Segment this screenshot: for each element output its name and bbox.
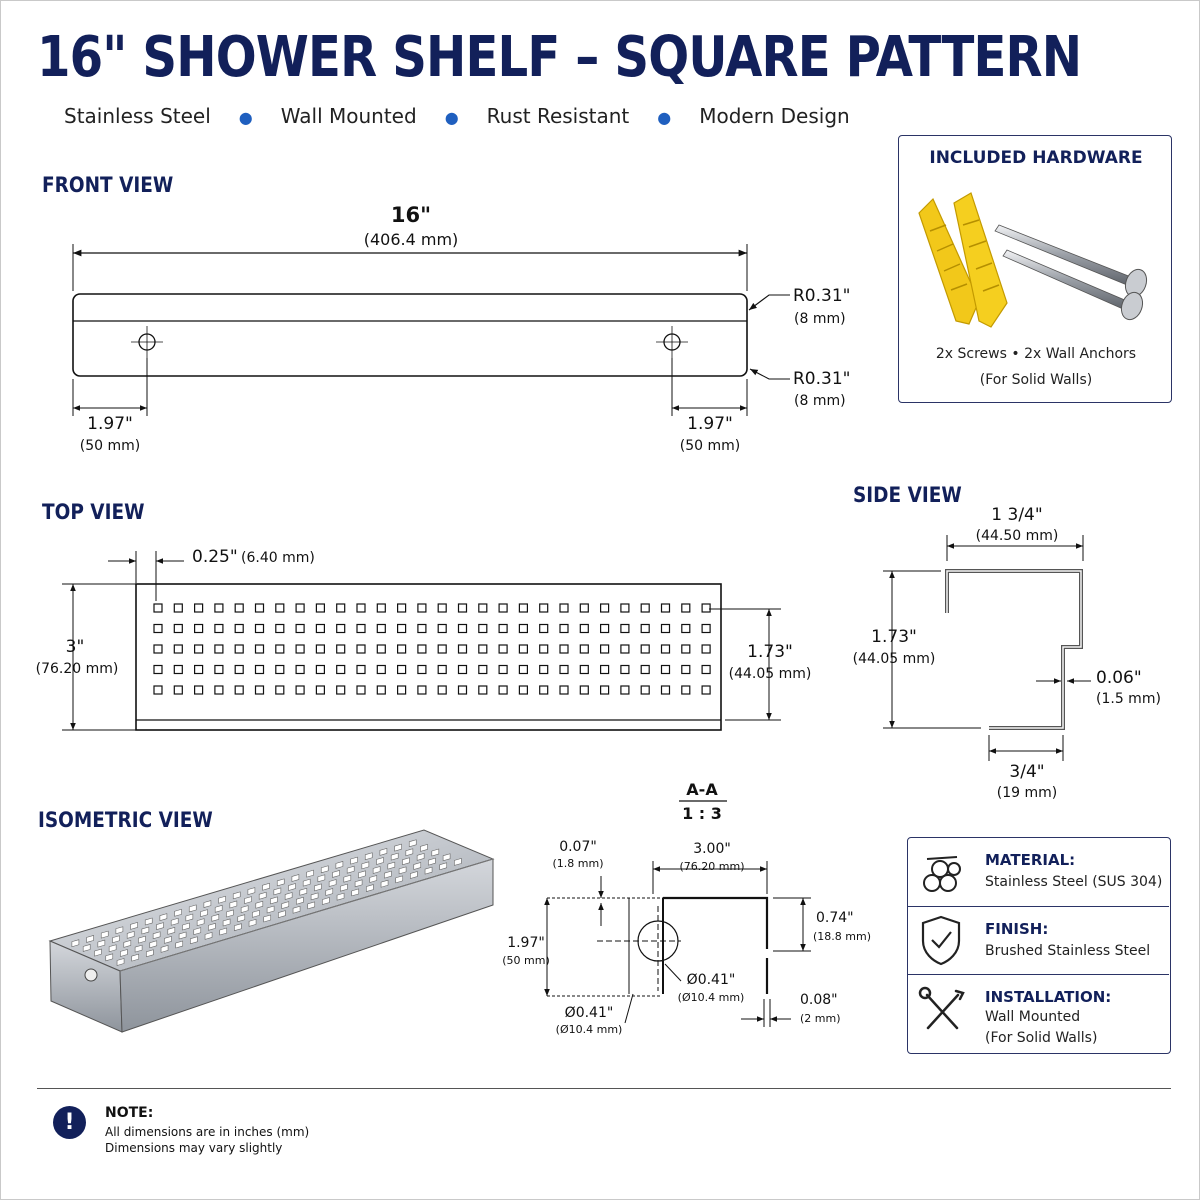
isometric-view-heading: ISOMETRIC VIEW xyxy=(38,808,213,832)
section-top-thickness-mm: (1.8 mm) xyxy=(552,857,604,870)
pattern-depth-label: 1.73" xyxy=(747,642,793,662)
bullet-icon: ● xyxy=(238,108,253,127)
front-width-mm: (406.4 mm) xyxy=(363,230,459,249)
feature-item: Modern Design xyxy=(699,104,850,128)
shield-check-icon xyxy=(921,915,961,966)
side-height-mm: (44.05 mm) xyxy=(852,651,936,667)
feature-item: Stainless Steel xyxy=(64,104,211,128)
spec-value: Wall Mounted xyxy=(985,1009,1081,1025)
square-hole-pattern xyxy=(153,603,711,695)
section-height-mm: (50 mm) xyxy=(502,954,550,967)
section-depth-mm: (76.20 mm) xyxy=(679,860,745,873)
hole-offset-left-label: 1.97" xyxy=(87,414,133,434)
hole-offset-right-label: 1.97" xyxy=(687,414,733,434)
section-hole-outer-label: Ø0.41" xyxy=(564,1005,614,1021)
section-hole-inner-mm: (Ø10.4 mm) xyxy=(677,991,745,1004)
hardware-note: (For Solid Walls) xyxy=(979,372,1093,388)
wall-anchor-icon xyxy=(918,192,1008,328)
side-top-width-mm: (44.50 mm) xyxy=(975,528,1059,544)
feature-item: Wall Mounted xyxy=(280,104,417,128)
tools-icon xyxy=(918,986,965,1030)
front-view-heading: FRONT VIEW xyxy=(42,173,174,197)
side-height-label: 1.73" xyxy=(871,627,917,647)
section-wall-mm: (2 mm) xyxy=(800,1012,841,1025)
section-scale: 1 : 3 xyxy=(682,804,722,823)
side-bottom-width-mm: (19 mm) xyxy=(996,785,1058,801)
side-thickness-mm: (1.5 mm) xyxy=(1096,691,1161,707)
footer-divider xyxy=(37,1088,1171,1089)
edge-width-mm: (6.40 mm) xyxy=(241,550,315,566)
specs-panel: MATERIAL: Stainless Steel (SUS 304) FINI… xyxy=(907,837,1171,1054)
section-lip-label: 0.74" xyxy=(816,910,854,926)
hardware-items: 2x Screws • 2x Wall Anchors xyxy=(935,346,1137,362)
side-bottom-width-label: 3/4" xyxy=(1009,762,1045,782)
note-line: All dimensions are in inches (mm) xyxy=(105,1125,310,1139)
material-icon xyxy=(923,856,961,892)
spec-value: Brushed Stainless Steel xyxy=(985,943,1151,959)
section-height-label: 1.97" xyxy=(507,935,545,951)
radius-top-label: R0.31" xyxy=(793,286,851,306)
section-label: A-A xyxy=(686,780,718,799)
isometric-shelf-drawing xyxy=(48,829,495,1033)
section-depth-label: 3.00" xyxy=(693,841,731,857)
hole-offset-right-mm: (50 mm) xyxy=(679,438,741,454)
radius-top-mm: (8 mm) xyxy=(794,311,846,327)
spec-row-material: MATERIAL: Stainless Steel (SUS 304) xyxy=(908,838,1169,906)
pattern-depth-mm: (44.05 mm) xyxy=(728,666,812,682)
page-title: 16" SHOWER SHELF – SQUARE PATTERN xyxy=(37,25,1082,90)
note-title: NOTE: xyxy=(105,1105,154,1121)
depth-mm: (76.20 mm) xyxy=(35,661,119,677)
section-hole-outer-mm: (Ø10.4 mm) xyxy=(555,1023,623,1036)
bullet-icon: ● xyxy=(657,108,672,127)
spec-row-installation: INSTALLATION: Wall Mounted (For Solid Wa… xyxy=(908,974,1169,1053)
section-hole-inner-label: Ø0.41" xyxy=(686,972,736,988)
edge-width-label: 0.25" xyxy=(192,547,238,567)
top-view-heading: TOP VIEW xyxy=(42,500,145,524)
depth-label: 3" xyxy=(65,637,85,657)
top-view-drawing xyxy=(62,551,781,731)
spec-label: MATERIAL: xyxy=(985,851,1076,869)
section-aa-drawing xyxy=(544,800,811,1027)
feature-list: Stainless Steel ● Wall Mounted ● Rust Resist… xyxy=(64,104,850,128)
side-thickness-label: 0.06" xyxy=(1096,668,1142,688)
side-view-drawing xyxy=(883,535,1091,761)
front-width-label: 16" xyxy=(390,203,432,227)
note-line: Dimensions may vary slightly xyxy=(105,1141,283,1155)
radius-bottom-mm: (8 mm) xyxy=(794,393,846,409)
hardware-title: INCLUDED HARDWARE xyxy=(929,148,1143,168)
spec-label: FINISH: xyxy=(985,920,1049,938)
radius-bottom-label: R0.31" xyxy=(793,369,851,389)
section-wall-label: 0.08" xyxy=(800,992,838,1008)
spec-row-finish: FINISH: Brushed Stainless Steel xyxy=(908,906,1169,975)
screw-icon xyxy=(994,224,1148,321)
bullet-icon: ● xyxy=(444,108,459,127)
hardware-panel: INCLUDED HARDWARE 2x Screws • 2x Wall An… xyxy=(898,135,1172,403)
alert-icon: ! xyxy=(53,1106,86,1139)
hole-offset-left-mm: (50 mm) xyxy=(79,438,141,454)
spec-label: INSTALLATION: xyxy=(985,988,1112,1006)
section-top-thickness-label: 0.07" xyxy=(559,839,597,855)
front-view-drawing xyxy=(72,244,790,416)
feature-item: Rust Resistant xyxy=(486,104,630,128)
spec-value: Stainless Steel (SUS 304) xyxy=(985,874,1163,890)
side-top-width-label: 1 3/4" xyxy=(991,505,1043,525)
section-lip-mm: (18.8 mm) xyxy=(813,930,872,943)
spec-value-note: (For Solid Walls) xyxy=(985,1030,1098,1046)
side-view-heading: SIDE VIEW xyxy=(853,483,962,507)
